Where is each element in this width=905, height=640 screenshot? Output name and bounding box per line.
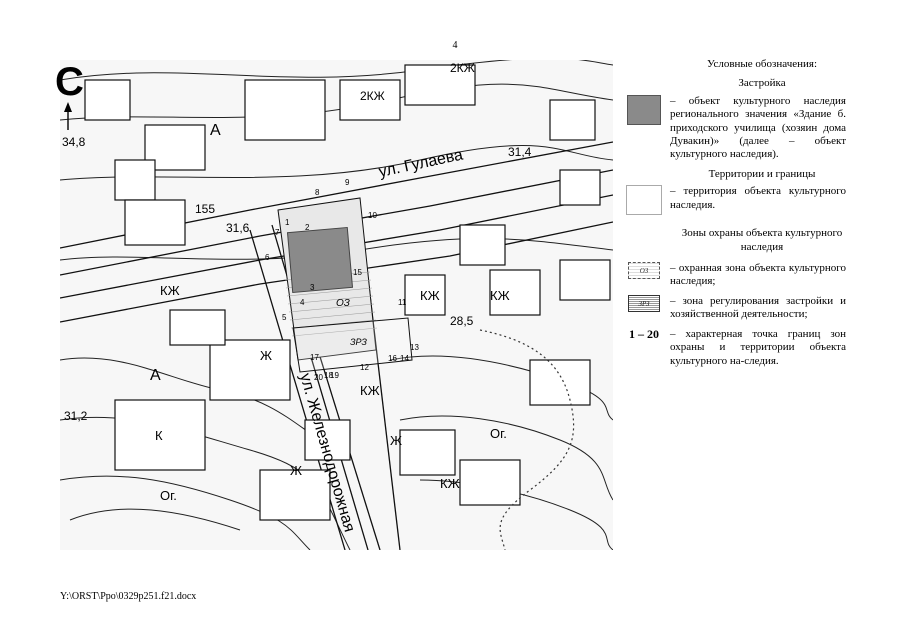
point-label: 15 [353,268,362,277]
map: ул. Гулаева ул. Железнодорожная ОЗ ЗРЗ 3… [60,60,613,550]
point-label: 6 [265,253,270,262]
elevation-label: 155 [195,202,215,216]
building-label: КЖ [360,383,380,398]
elevation-label: 28,5 [450,314,474,328]
north-indicator: С [55,62,85,132]
building-label: А [210,122,221,139]
legend: Условные обозначения: Застройка – объект… [618,58,846,374]
elevation-label: 31,2 [64,409,88,423]
point-label: 17 [310,353,319,362]
building-label: К [155,428,163,443]
point-label: 10 [368,211,377,220]
elevation-label: 2КЖ [450,61,475,75]
page-number: 4 [452,40,458,51]
zone-oz-label: ОЗ [336,298,350,309]
point-label: 9 [345,178,350,187]
point-label: 11 [398,298,407,307]
building-label: А [150,367,161,384]
legend-text: – объект культурного наследия региональн… [670,94,846,161]
point-label: 18 [324,371,333,380]
legend-title: Условные обозначения: [706,58,818,70]
legend-row: – территория объекта культурного наследи… [618,185,846,216]
point-label: 16 [388,354,397,363]
legend-text: – охранная зона объекта культурного насл… [670,262,846,288]
building-label: КЖ [440,476,460,491]
legend-row: – объект культурного наследия региональн… [618,94,846,162]
building-label: Ж [260,348,272,363]
legend-row: 1 – 20 – характерная точка границ зон ох… [618,326,846,368]
legend-section-heading: Территории и границы [708,167,816,180]
point-label: 2 [305,223,310,232]
legend-section-heading: Застройка [738,77,786,90]
point-label: 3 [310,283,315,292]
north-letter: С [55,60,84,104]
point-label: 13 [410,343,419,352]
legend-text: – территория объекта культурного наследи… [670,185,846,211]
heritage-building [286,226,354,294]
point-label: 1 [285,218,290,227]
map-drawing: ул. Гулаева ул. Железнодорожная ОЗ ЗРЗ 3… [60,60,613,550]
building-label: КЖ [160,283,180,298]
elevation-label: 34,8 [62,135,86,149]
elevation-label: 2КЖ [360,89,385,103]
point-label: 14 [400,354,409,363]
point-label: 12 [360,363,369,372]
legend-section-heading: Зоны охраны объекта культурного наследия [681,227,843,253]
elevation-label: 31,4 [508,145,532,159]
north-arrow-icon [64,102,72,130]
building-label: Ог. [160,488,177,503]
building-label: КЖ [420,288,440,303]
point-label: 19 [330,371,339,380]
legend-text: – зона регулирования застройки и хозяйст… [670,294,846,321]
point-label: 4 [300,298,305,307]
elevation-label: 31,6 [226,221,250,235]
zone-zrz-label: ЗРЗ [350,337,367,347]
building-label: Ж [390,433,402,448]
range-marker: 1 – 20 [629,326,659,341]
legend-row: ЗРЗ – зона регулирования застройки и хоз… [618,294,846,322]
point-label: 8 [315,188,320,197]
point-label: 7 [275,228,280,237]
point-label: 5 [282,313,287,322]
building-label: КЖ [490,288,510,303]
protection-zone-icon: ОЗ [618,262,670,280]
building-label: Ог. [490,426,507,441]
building-label: Ж [290,463,302,478]
heritage-object-icon [618,94,670,125]
legend-text: – характерная точка границ зон охраны и … [670,327,846,367]
point-label: 20 [314,373,323,382]
regulation-zone-icon: ЗРЗ [618,294,670,312]
legend-row: ОЗ – охранная зона объекта культурного н… [618,262,846,289]
territory-icon [618,185,670,216]
footer-file-path: Y:\ORST\Ppo\0329p251.f21.docx [60,591,197,602]
